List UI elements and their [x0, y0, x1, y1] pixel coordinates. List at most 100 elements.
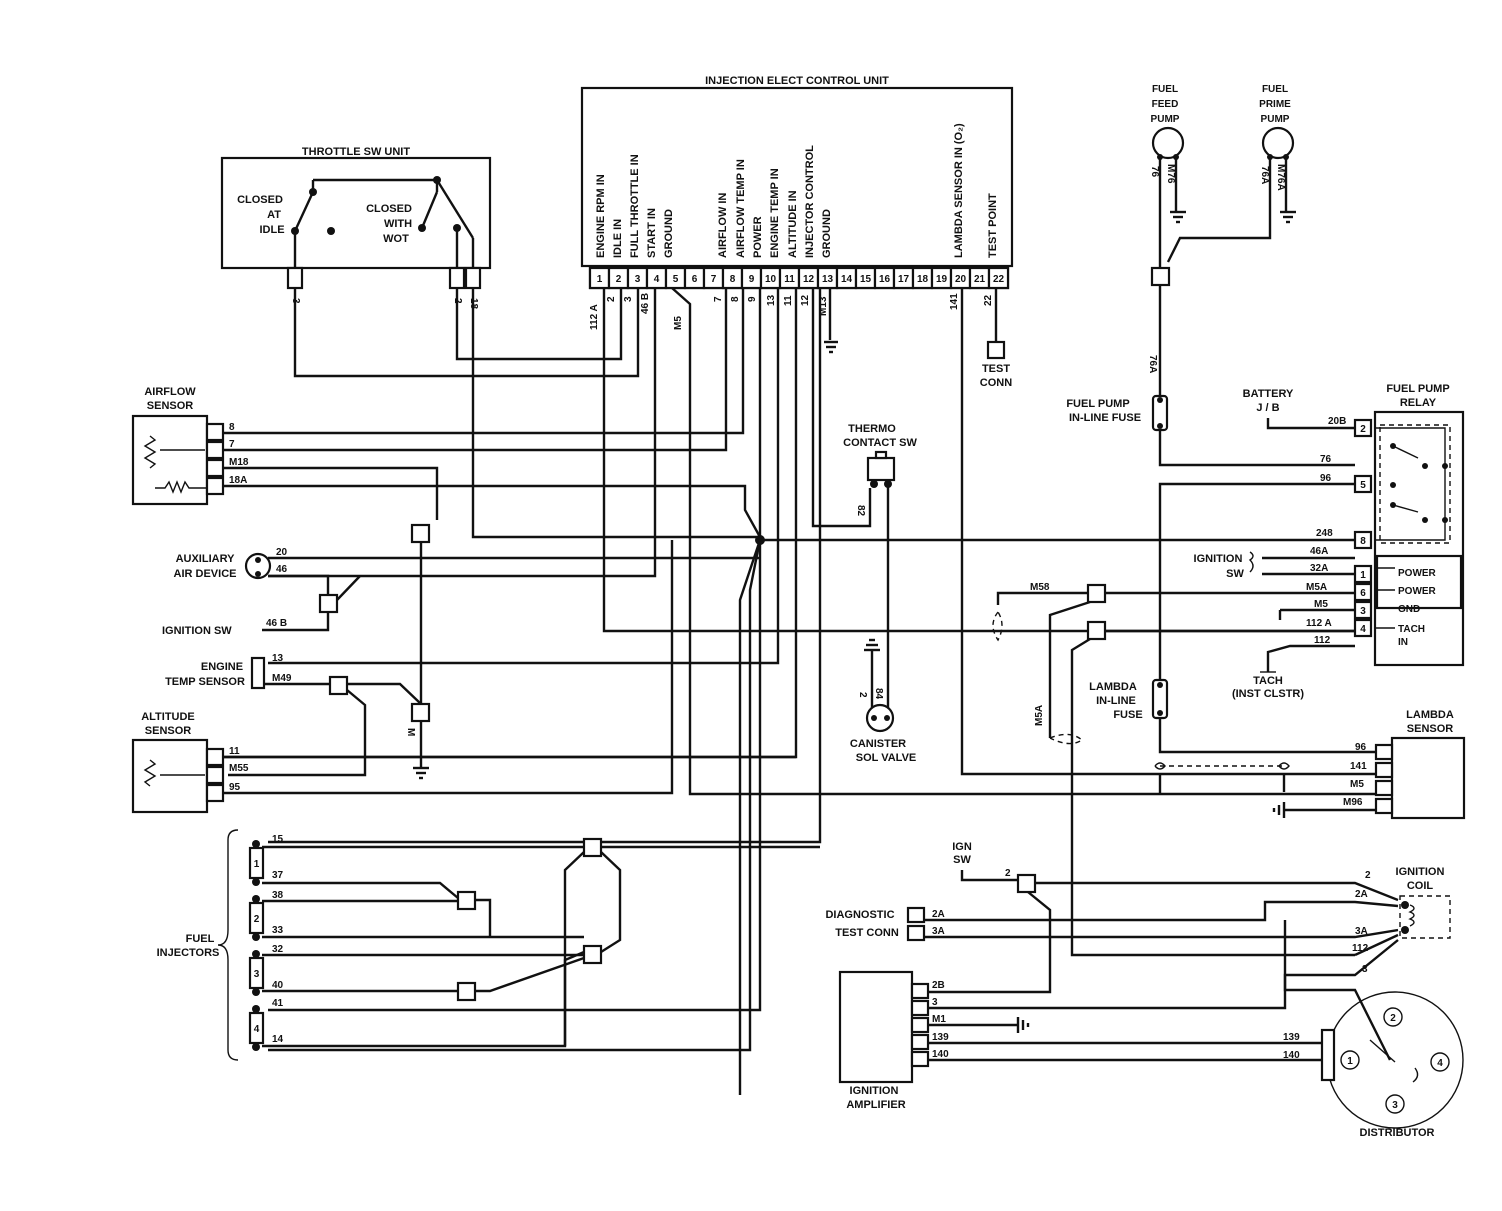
fuel-injector [248, 956, 265, 990]
test-conn-l2: CONN [980, 377, 1012, 389]
ecu-pin-number: 21 [974, 274, 986, 285]
tach-l2: (INST CLSTR) [1232, 688, 1304, 700]
aux-wire-46: 46 [276, 564, 288, 575]
ecu-wire-9: 9 [747, 296, 758, 302]
ground-icon [824, 340, 838, 354]
altitude-sensor [131, 738, 209, 814]
inline-fuse-l1: FUEL PUMP [1066, 398, 1129, 410]
inj-wire-38: 38 [272, 890, 284, 901]
relay-wire-m5a: M5A [1306, 582, 1327, 593]
injector-terminal [252, 950, 260, 958]
inline-fuse-l2: IN-LINE FUSE [1069, 412, 1141, 424]
throttle-wot-l1: CLOSED [366, 203, 412, 215]
ground-icon [1016, 1017, 1030, 1033]
lambda-wire-96: 96 [1355, 742, 1367, 753]
injector-terminal [252, 878, 260, 886]
inj-wire-40: 40 [272, 980, 284, 991]
ecu-label-injector-control: INJECTOR CONTROL [804, 145, 816, 258]
injectors-title-l2: INJECTORS [157, 947, 220, 959]
ecu-title: INJECTION ELECT CONTROL UNIT [705, 75, 889, 87]
relay-title-l2: RELAY [1400, 397, 1437, 409]
ecu-label-start: START IN [646, 208, 658, 258]
ground-icon [1170, 210, 1186, 224]
lambda-wire-m96: M96 [1343, 797, 1363, 808]
relay-pin-number: 2 [1360, 424, 1366, 435]
inj-wire-15: 15 [272, 834, 284, 845]
feed-wire-m76: M76 [1165, 164, 1176, 184]
prime-pump-l3: PUMP [1261, 114, 1290, 125]
ecu-pin-number: 7 [711, 274, 717, 285]
feed-pump-l1: FUEL [1152, 84, 1178, 95]
ign-sw-bottom-l1: IGN [952, 841, 972, 853]
fuel-injector [248, 846, 265, 880]
dist-num-1: 1 [1347, 1056, 1353, 1067]
ecu-pin-number: 16 [879, 274, 891, 285]
relay-pin-number: 8 [1360, 536, 1366, 547]
altitude-wire-11: 11 [229, 746, 240, 757]
coil-wire-112: 112 [1352, 943, 1369, 954]
lambda-wire-m5: M5 [1350, 779, 1364, 790]
ecu-wire-112a: 112 A [589, 304, 600, 330]
ecu-pin-number: 18 [917, 274, 929, 285]
relay-label-in: IN [1398, 637, 1408, 648]
ecu-pin-number: 9 [749, 274, 755, 285]
feed-pump-l2: FEED [1152, 99, 1179, 110]
lambda-fuse-l1: LAMBDA [1089, 681, 1137, 693]
airflow-wire-m18: M18 [229, 457, 249, 468]
coil-wire-3a: 3A [1355, 926, 1368, 937]
ecu-box [580, 86, 1014, 268]
ground-icon [864, 638, 880, 652]
throttle-wot-l2: WITH [384, 218, 412, 230]
injector-terminal [252, 933, 260, 941]
ecu-label-engine-rpm: ENGINE RPM IN [595, 174, 607, 258]
amp-title-l2: AMPLIFIER [846, 1099, 905, 1111]
dist-wire-140: 140 [1283, 1050, 1300, 1061]
throttle-wot-l3: WOT [383, 233, 409, 245]
fuel-feed-pump [1151, 126, 1185, 160]
airflow-wire-7: 7 [229, 439, 235, 450]
aux-air-title-l1: AUXILIARY [176, 553, 236, 565]
fuel-injector [248, 1011, 265, 1045]
ignition-amplifier [838, 970, 914, 1084]
ecu-wire-46b: 46 B [640, 293, 651, 314]
ecu-label-full-throttle: FULL THROTTLE IN [629, 154, 641, 258]
inj-wire-41: 41 [272, 998, 284, 1009]
engine-temp-wire-m49: M49 [272, 673, 292, 684]
coil-wire-2: 2 [1365, 870, 1371, 881]
airflow-wire-8: 8 [229, 422, 235, 433]
ecu-label-ground-5: GROUND [663, 209, 675, 258]
lambda-fuse-l2: IN-LINE [1096, 695, 1136, 707]
engine-temp-title-l2: TEMP SENSOR [165, 676, 245, 688]
prime-pump-l1: FUEL [1262, 84, 1288, 95]
injector-number: 3 [254, 969, 260, 980]
throttle-idle-l1: CLOSED [237, 194, 283, 206]
prime-wire-m76a: M76A [1275, 164, 1286, 191]
amp-title-l1: IGNITION [850, 1085, 899, 1097]
coil-wire-2a: 2A [1355, 889, 1368, 900]
ecu-pin-number: 10 [765, 274, 777, 285]
fuel-pump-fuse [1151, 394, 1169, 432]
ecu-label-power: POWER [752, 216, 764, 258]
dist-num-4: 4 [1437, 1058, 1443, 1069]
injector-terminal [252, 988, 260, 996]
relay-label-tach: TACH [1398, 624, 1425, 635]
relay-wire-248: 248 [1316, 528, 1333, 539]
ecu-wire-13: 13 [766, 294, 777, 306]
ecu-pin-number: 17 [898, 274, 910, 285]
canister-wire-2: 2 [857, 692, 868, 698]
inj-wire-37: 37 [272, 870, 284, 881]
relay-wire-32a: 32A [1310, 563, 1328, 574]
ecu-pin-number: 15 [860, 274, 872, 285]
thermo-wire-82: 82 [855, 505, 866, 517]
distributor-title: DISTRIBUTOR [1360, 1127, 1435, 1139]
ign-sw-right-l2: SW [1226, 568, 1244, 580]
ecu-label-idle: IDLE IN [612, 219, 624, 258]
relay-pin-cell [1353, 530, 1373, 550]
relay-pin-number: 4 [1360, 624, 1366, 635]
ecu-wire-22: 22 [983, 294, 994, 306]
relay-wire-m5: M5 [1314, 599, 1328, 610]
